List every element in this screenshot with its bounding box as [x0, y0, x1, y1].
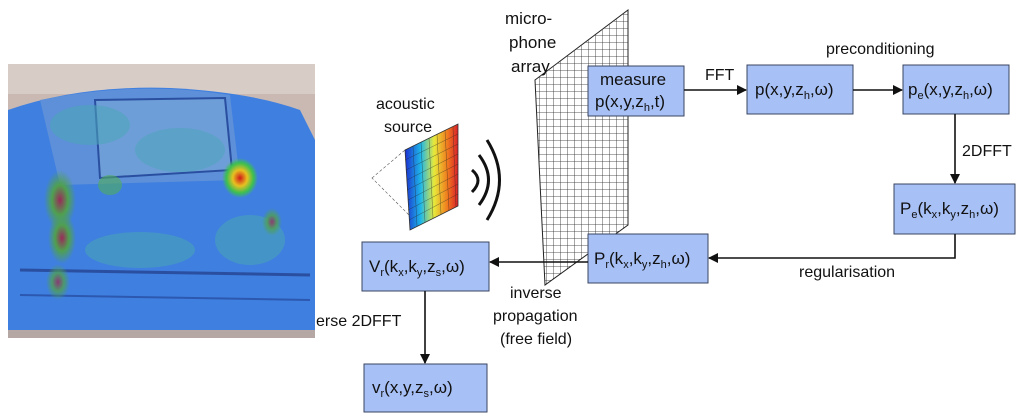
- edge-label-fft: FFT: [705, 67, 735, 84]
- array-label-line3: array: [511, 57, 550, 76]
- node-pe-xyz-formula: pe(x,y,zh,ω): [908, 80, 993, 102]
- array-label: micro- phone array: [505, 9, 561, 76]
- edge-label-inverse-2dfft: erse 2DFFT: [316, 313, 402, 330]
- node-pe-xyz: pe(x,y,zh,ω): [902, 64, 1010, 115]
- edge-label-regularisation: regularisation: [799, 264, 895, 281]
- node-measure: measure p(x,y,zh,t): [587, 65, 685, 117]
- node-Pe-k-formula: Pe(kx,ky,zh,ω): [900, 199, 999, 221]
- car-acoustic-map-image: [8, 64, 315, 338]
- node-vr-xyz-formula: vr(x,y,zs,ω): [372, 378, 453, 400]
- node-Pr-k-formula: Pr(kx,ky,zh,ω): [594, 249, 690, 271]
- node-measure-formula: p(x,y,zh,t): [595, 92, 665, 114]
- source-label: acoustic source: [376, 96, 439, 136]
- source-label-line2: source: [384, 119, 432, 136]
- acoustic-source-panel: [371, 123, 459, 231]
- edge-label-inverse-propagation: inverse propagation (free field): [493, 285, 582, 348]
- flow-arrows: [420, 85, 960, 364]
- sound-waves-icon: [470, 139, 501, 221]
- edge-label-preconditioning: preconditioning: [826, 41, 935, 58]
- inverse-propagation-line1: inverse: [510, 285, 562, 302]
- array-label-line1: micro-: [505, 9, 552, 28]
- edge-label-2dfft: 2DFFT: [962, 143, 1012, 160]
- node-p-xyz-formula: p(x,y,zh,ω): [755, 80, 834, 102]
- node-Pe-k: Pe(kx,ky,zh,ω): [893, 183, 1016, 235]
- inverse-propagation-line3: (free field): [500, 331, 572, 348]
- node-Vr-k-formula: Vr(kx,ky,zs,ω): [369, 257, 465, 279]
- source-label-line1: acoustic: [376, 96, 435, 113]
- node-Pr-k: Pr(kx,ky,zh,ω): [587, 233, 709, 284]
- array-label-line2: phone: [509, 33, 556, 52]
- node-measure-title: measure: [600, 70, 666, 89]
- node-Vr-k: Vr(kx,ky,zs,ω): [361, 241, 490, 292]
- node-p-xyz: p(x,y,zh,ω): [746, 64, 854, 115]
- inverse-propagation-line2: propagation: [493, 308, 578, 325]
- arrow-regularisation: [708, 234, 956, 263]
- node-vr-xyz: vr(x,y,zs,ω): [363, 363, 488, 413]
